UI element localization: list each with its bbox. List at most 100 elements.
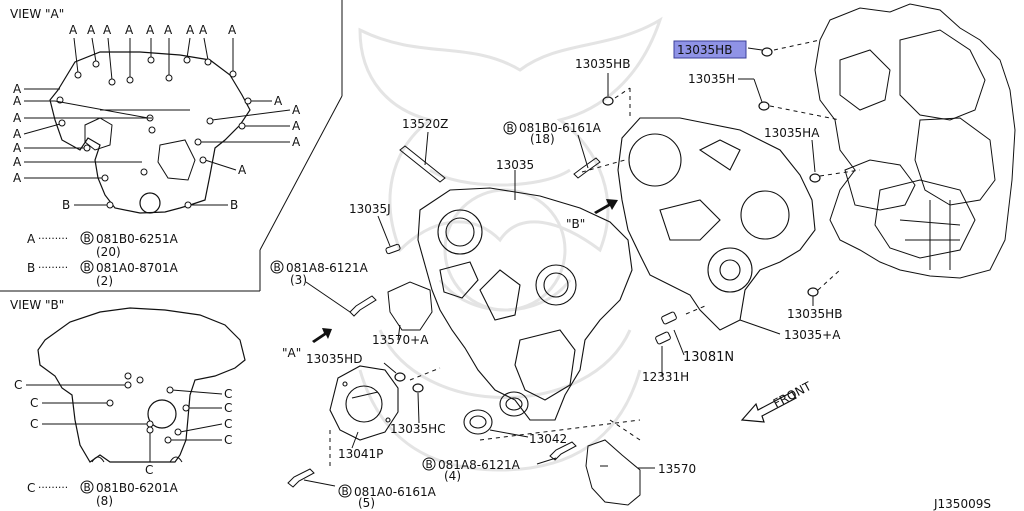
callout-bolt-081b0-6161a-top[interactable]: 081B0-6161A [519,121,602,135]
callout-bolt-081a0-6161a[interactable]: 081A0-6161A [354,485,437,499]
view-b-panel: VIEW "B" C C C C C C C C [10,298,246,508]
callout-13035hb-bottom[interactable]: 13035HB [787,307,842,321]
view-b-letter: C [145,463,153,477]
callout-12331h[interactable]: 12331H [642,370,689,384]
view-a-top-callouts: A A A A A A A A A [69,23,237,86]
callout-13041p[interactable]: 13041P [338,447,383,461]
view-a-letter: A [13,171,22,185]
front-arrow-icon [740,391,797,423]
view-arrows [312,199,797,423]
view-b-hole [147,399,177,429]
bolt-symbol-letter: B [84,262,91,274]
engine-block-illustration [814,3,1016,279]
callout-bolt-081b0-6161a-top-qty: (18) [530,132,555,146]
bolt-symbol-letter: B [84,233,91,245]
callout-13042[interactable]: 13042 [529,432,567,446]
callout-13035[interactable]: 13035 [496,158,534,172]
legend-c-key: C [27,481,35,495]
callout-labels: 13035HB 13035H 13035HA 13035HB 13035HB 1… [270,40,991,511]
callout-bolt-081a8-6121a-left-qty: (3) [290,273,307,287]
view-b-letter: C [224,417,232,431]
view-a-letter: A [274,94,283,108]
legend-b-qty: (2) [96,274,113,288]
bolt-symbol-icon [80,231,94,245]
front-timing-cover-illustration [417,187,633,421]
view-b-letter: C [14,378,22,392]
callout-13570[interactable]: 13570 [658,462,696,476]
view-a-letter: A [69,23,78,37]
legend-b-key: B [27,261,35,275]
legend-dots: ········· [38,262,68,274]
bolt-symbol-letter: B [274,262,281,274]
rear-timing-cover-illustration [617,117,816,331]
legend-b-part: 081A0-8701A [96,261,179,275]
bolt-symbol-icon [80,480,94,494]
legend-a-key: A [27,232,36,246]
callout-leader-lines [303,47,816,487]
view-b-outline [37,307,246,463]
view-a-letter: A [87,23,96,37]
diagram-code: J135009S [933,497,991,511]
view-a-arrow-icon [312,328,332,343]
bolt-symbol-icon [80,260,94,274]
view-a-letter: A [103,23,112,37]
panel-borders [0,0,343,292]
view-a-letter-b: B [230,198,238,212]
view-a-right-callouts: A A A A A B [184,94,301,212]
legend-dots: ········· [38,482,68,494]
view-a-letter: A [292,103,301,117]
view-a-arrow-label: "A" [282,346,301,360]
bolt-symbol-letter: B [426,459,433,471]
bolt-symbol-letter: B [507,123,514,135]
callout-13035hc[interactable]: 13035HC [390,422,446,436]
callout-13035-plus-a[interactable]: 13035+A [784,328,841,342]
view-a-hole-right [157,139,196,181]
callout-13035hd[interactable]: 13035HD [306,352,362,366]
callout-13035ha[interactable]: 13035HA [764,126,820,140]
view-b-letter: C [224,433,232,447]
view-a-panel: VIEW "A" A A A A A A A A A [10,7,301,288]
view-a-shaft-hole [139,192,161,214]
view-a-letter: A [13,155,22,169]
timing-chain-tensioner-illustration [399,145,446,183]
view-b-arrow-icon [594,199,618,214]
view-a-letter: A [228,23,237,37]
legend-c-part: 081B0-6201A [96,481,179,495]
view-b-legend: C ········· B 081B0-6201A (8) [27,480,179,508]
view-b-letter: C [224,401,232,415]
view-b-letter: C [30,417,38,431]
view-a-letter: A [186,23,195,37]
callout-13081n[interactable]: 13081N [683,350,734,365]
water-pump-illustration [329,365,399,441]
callout-13035hb-top[interactable]: 13035HB [575,57,630,71]
watermark-emblem [358,16,663,472]
callout-13520z[interactable]: 13520Z [402,117,448,131]
gasket-13570-illustration [585,439,641,506]
assembly-dashed-lines [329,39,861,470]
callout-bolt-081a8-6121a-left[interactable]: 081A8-6121A [286,261,369,275]
view-a-letter: A [146,23,155,37]
callout-bolt-081a0-6161a-qty: (5) [358,496,375,510]
callout-13035hb-highlighted[interactable]: 13035HB [677,43,732,57]
callout-13035h[interactable]: 13035H [688,72,735,86]
view-a-letter: A [125,23,134,37]
callout-13570-plus-a[interactable]: 13570+A [372,333,429,347]
view-a-legend: A ········· B 081B0-6251A (20) B ·······… [27,231,179,288]
view-a-letter: A [164,23,173,37]
callout-bolt-081a8-6121a-bottom[interactable]: 081A8-6121A [438,458,521,472]
legend-a-qty: (20) [96,245,121,259]
view-a-letter: A [13,82,22,96]
oil-seal-illustration [463,391,529,435]
view-b-letter: C [224,387,232,401]
view-a-letter: A [13,111,22,125]
callout-bolt-081a8-6121a-bottom-qty: (4) [444,469,461,483]
callout-13035j[interactable]: 13035J [349,202,391,216]
legend-a-part: 081B0-6251A [96,232,179,246]
view-a-letter: A [13,141,22,155]
bolt-symbol-icon [270,260,284,274]
bolt-symbol-icon [338,484,352,498]
view-b-letter: C [30,396,38,410]
view-a-left-callouts: A A A A A A A B [13,82,156,212]
view-a-letter: A [199,23,208,37]
